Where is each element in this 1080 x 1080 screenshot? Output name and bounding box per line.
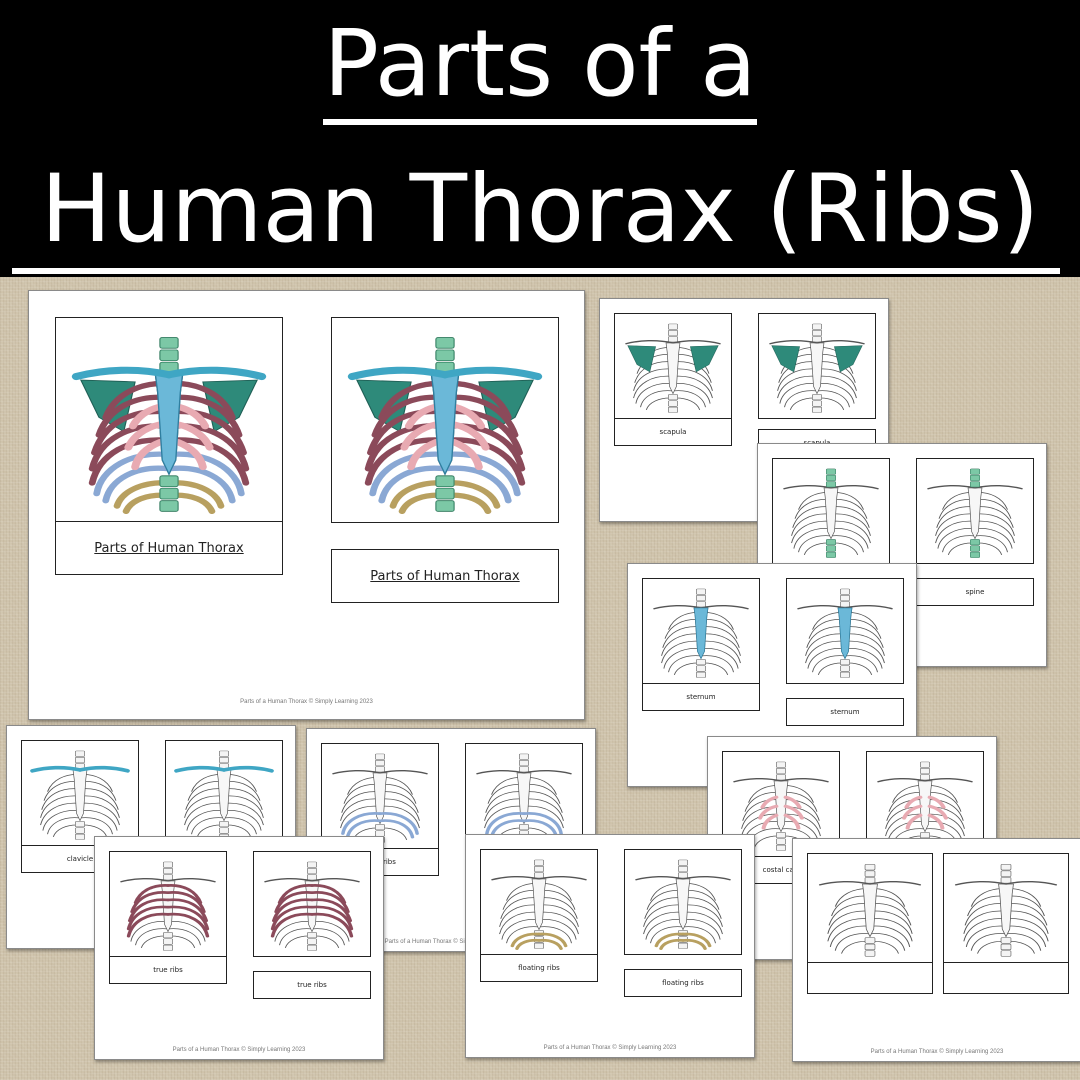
- main-thorax-sheet: Parts of Human Thorax Parts of Human Tho…: [28, 290, 585, 720]
- sheet-footer: Parts of a Human Thorax © Simply Learnin…: [870, 1049, 1004, 1055]
- floating-ribs-picture: [624, 849, 742, 955]
- sheet-footer: Parts of a Human Thorax © Simply Learnin…: [384, 939, 518, 945]
- title-line-1: Parts of a: [0, 10, 1080, 125]
- sheet-footer: Parts of a Human Thorax © Simply Learnin…: [240, 699, 373, 705]
- scapula-label: scapula: [614, 418, 732, 446]
- blank-label: [807, 962, 933, 994]
- sternum-picture: [642, 578, 760, 684]
- true-ribs-picture: [253, 851, 371, 957]
- full-thorax-picture: [55, 317, 283, 523]
- title-line-2: Human Thorax (Ribs): [40, 155, 1040, 264]
- main-label: Parts of Human Thorax: [55, 521, 283, 575]
- blank-label: [943, 962, 1069, 994]
- clavicle-picture: [21, 740, 139, 846]
- floating-ribs-picture: [480, 849, 598, 955]
- sternum-label: sternum: [786, 698, 904, 726]
- true-ribs-picture: [109, 851, 227, 957]
- clavicle-picture: [165, 740, 283, 846]
- scapula-picture: [758, 313, 876, 419]
- true-ribs-sheet: true ribs true ribs Parts of a Human Tho…: [94, 836, 384, 1060]
- scapula-sheet: scapula scapula: [599, 298, 889, 522]
- blank-thorax-sheet: Parts of a Human Thorax © Simply Learnin…: [792, 838, 1080, 1062]
- true-ribs-label: true ribs: [253, 971, 371, 999]
- spine-picture: [916, 458, 1034, 564]
- spine-picture: [772, 458, 890, 564]
- sheet-footer: Parts of a Human Thorax © Simply Learnin…: [543, 1045, 677, 1051]
- full-thorax-picture: [331, 317, 559, 523]
- blank-thorax-picture: [807, 853, 933, 963]
- sternum-label: sternum: [642, 683, 760, 711]
- false-ribs-picture: [321, 743, 439, 849]
- sternum-picture: [786, 578, 904, 684]
- title-underline: [12, 268, 1060, 274]
- floating-ribs-sheet: floating ribs floating ribs Parts of a H…: [465, 834, 755, 1058]
- spine-label: spine: [916, 578, 1034, 606]
- blank-thorax-picture: [943, 853, 1069, 963]
- true-ribs-label: true ribs: [109, 956, 227, 984]
- title-banner: Parts of a Human Thorax (Ribs): [0, 0, 1080, 277]
- sheet-footer: Parts of a Human Thorax © Simply Learnin…: [172, 1047, 306, 1053]
- floating-ribs-label: floating ribs: [480, 954, 598, 982]
- floating-ribs-label: floating ribs: [624, 969, 742, 997]
- main-label: Parts of Human Thorax: [331, 549, 559, 603]
- scapula-picture: [614, 313, 732, 419]
